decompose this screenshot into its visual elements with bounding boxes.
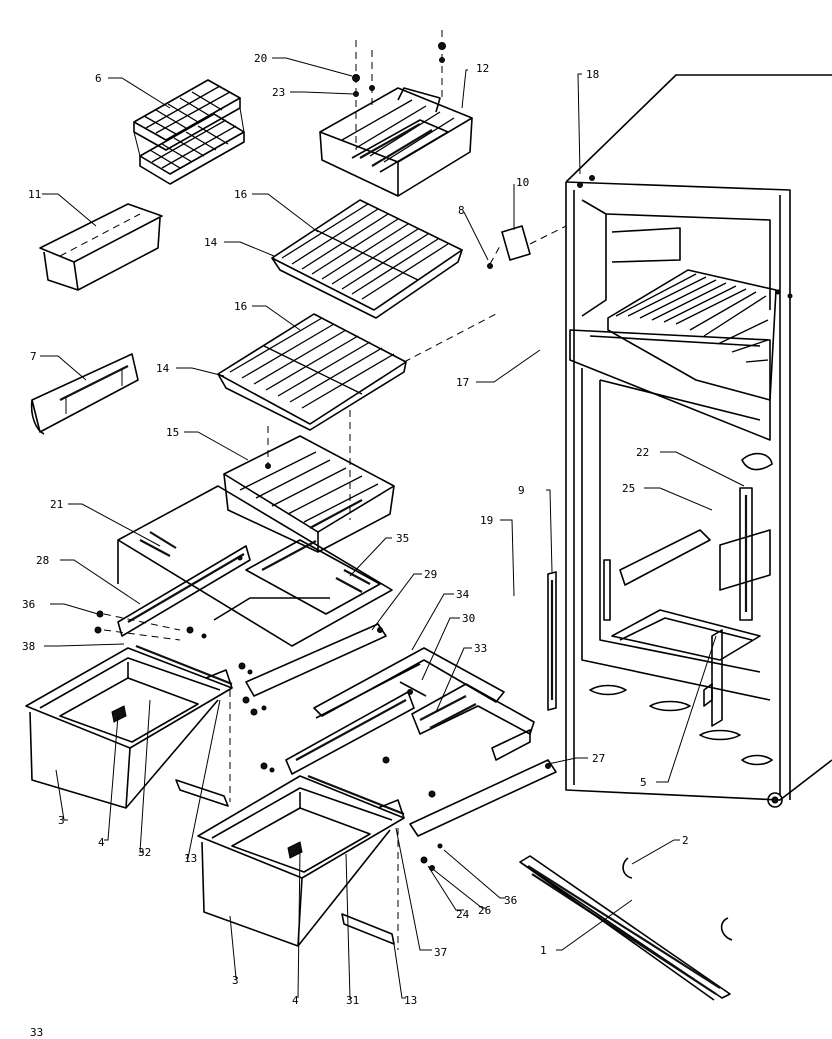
part-clips: [622, 857, 733, 941]
callout-36a: 36: [22, 598, 35, 611]
callout-16b: 16: [234, 300, 247, 313]
callout-38: 38: [22, 640, 35, 653]
part-slide-lower: [341, 913, 395, 945]
callout-4b: 4: [292, 994, 299, 1007]
left-hardware: [94, 610, 267, 716]
callout-14b: 14: [156, 362, 170, 375]
callout-2: 2: [682, 834, 689, 847]
callout-5: 5: [640, 776, 647, 789]
part-ice-trays: [133, 79, 245, 185]
callout-33: 33: [474, 642, 487, 655]
part-dairy-door: [30, 353, 139, 435]
callout-13a: 13: [184, 852, 197, 865]
callout-15: 15: [166, 426, 179, 439]
callout-34: 34: [456, 588, 470, 601]
callout-7: 7: [30, 350, 37, 363]
callout-16a: 16: [234, 188, 247, 201]
callout-3b: 3: [232, 974, 239, 987]
callout-3a: 3: [58, 814, 65, 827]
callout-18: 18: [586, 68, 599, 81]
callout-30: 30: [462, 612, 475, 625]
part-toe-grille: [519, 855, 731, 1001]
part-wire-basket: [223, 410, 395, 553]
freezer-wire-shelf: [607, 269, 777, 401]
callout-13b: 13: [404, 994, 417, 1007]
callout-12: 12: [476, 62, 489, 75]
callout-4a: 4: [98, 836, 105, 849]
callout-14a: 14: [204, 236, 218, 249]
part-upper-wire-shelf: [271, 199, 463, 319]
callout-10: 10: [516, 176, 529, 189]
callout-labels: 6 11 20 23 12 16 14 8 10 18 16 7 14 17 1…: [22, 52, 689, 1039]
callout-35: 35: [396, 532, 409, 545]
callout-17: 17: [456, 376, 469, 389]
leader-lines: [40, 57, 745, 999]
part-crisper-drawer-upper: [25, 644, 233, 809]
callout-26: 26: [478, 904, 491, 917]
callout-23: 23: [272, 86, 285, 99]
callout-29: 29: [424, 568, 437, 581]
part-lower-rails: [285, 683, 535, 775]
callout-37: 37: [434, 946, 447, 959]
part-crisper-cover: [117, 485, 393, 647]
callout-25: 25: [622, 482, 635, 495]
callout-28: 28: [36, 554, 49, 567]
callout-24: 24: [456, 908, 470, 921]
part-freezer-bin: [39, 203, 163, 291]
page-code: 33: [30, 1026, 43, 1039]
callout-1: 1: [540, 944, 547, 957]
callout-11: 11: [28, 188, 41, 201]
callout-9: 9: [518, 484, 525, 497]
part-slide-rail-27: [409, 759, 557, 837]
part-left-rail: [117, 545, 251, 637]
callout-27: 27: [592, 752, 605, 765]
callout-31: 31: [346, 994, 359, 1007]
part-center-frame: [213, 539, 381, 621]
callout-8: 8: [458, 204, 465, 217]
callout-22: 22: [636, 446, 649, 459]
part-middle-wire-shelf: [217, 313, 497, 431]
part-crisper-drawer-lower: [197, 774, 405, 950]
lower-hardware: [260, 756, 443, 871]
part-lower-frame: [313, 647, 505, 719]
part-ice-rack: [319, 87, 473, 197]
screws: [352, 30, 446, 150]
callout-36b: 36: [504, 894, 517, 907]
callout-21: 21: [50, 498, 63, 511]
callout-6: 6: [95, 72, 102, 85]
refrigerator-cabinet: [547, 74, 832, 808]
callout-19: 19: [480, 514, 493, 527]
part-slide-upper: [175, 779, 229, 807]
callout-32: 32: [138, 846, 151, 859]
part-right-rail: [245, 623, 387, 697]
callout-20: 20: [254, 52, 267, 65]
part-light-cover: [487, 225, 567, 269]
